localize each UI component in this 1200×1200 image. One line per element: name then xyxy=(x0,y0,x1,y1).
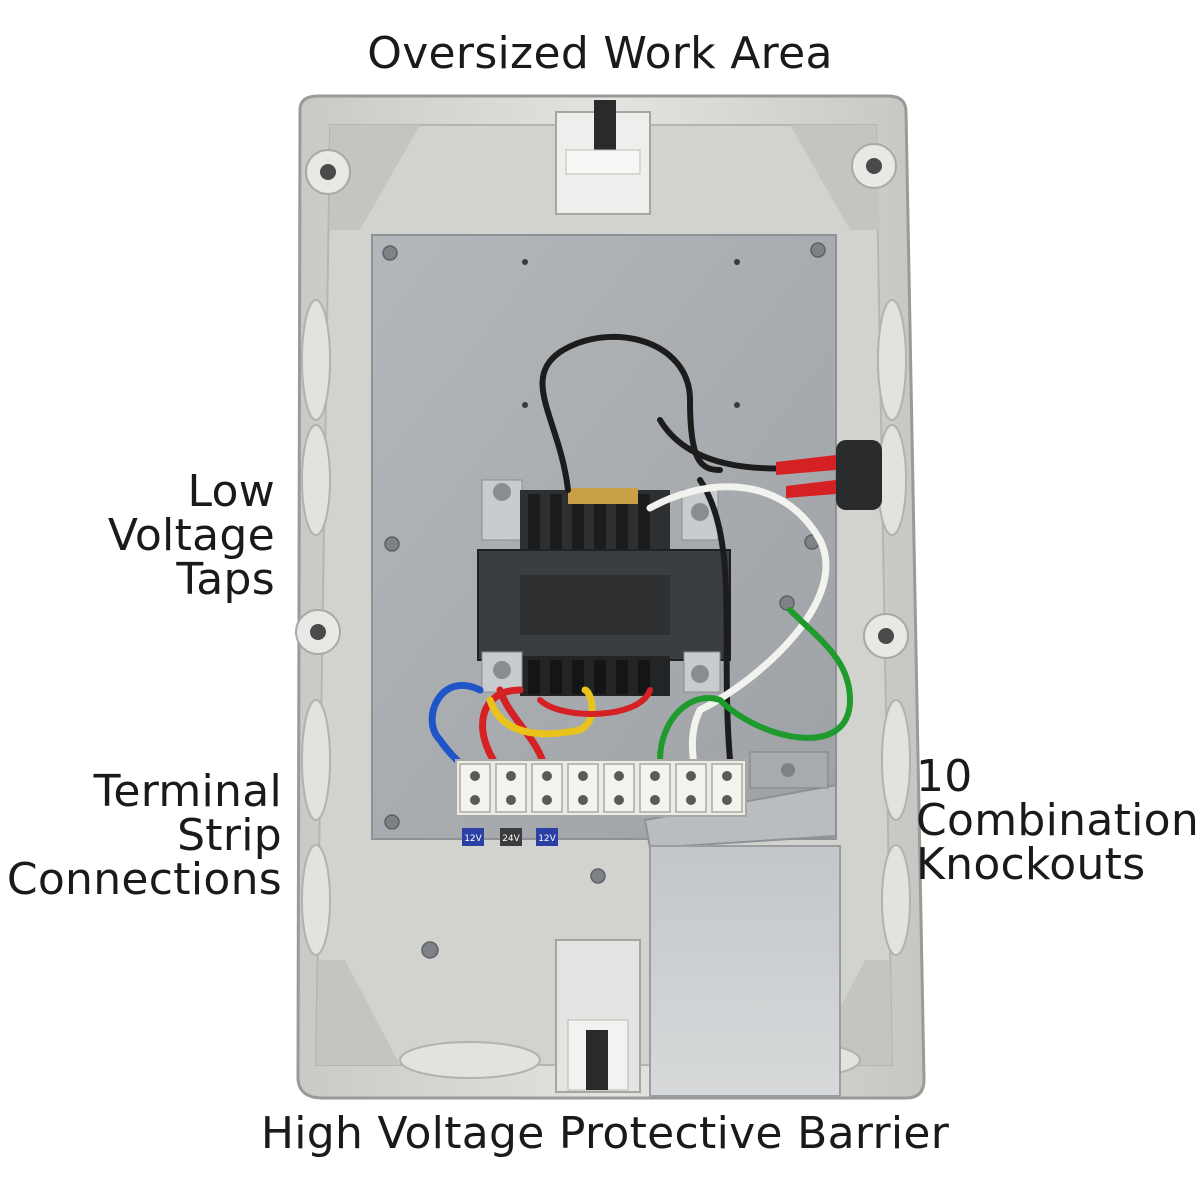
label-line: Voltage xyxy=(107,510,275,561)
label-combination-knockouts: 10 Combination Knockouts xyxy=(916,755,1199,887)
label-terminal-strip: Terminal Strip Connections xyxy=(7,770,282,902)
label-line: Taps xyxy=(176,554,275,605)
terminal-tag-1: 12V xyxy=(464,834,482,844)
terminal-strip: 12V 24V 12V xyxy=(455,759,747,846)
power-switch xyxy=(776,440,882,510)
mounting-bosses xyxy=(295,143,909,659)
bottom-latch xyxy=(555,939,641,1093)
label-line: Knockouts xyxy=(916,839,1146,890)
label-line: 10 xyxy=(916,751,973,802)
label-line: Strip xyxy=(177,810,282,861)
label-low-voltage-taps: Low Voltage Taps xyxy=(108,470,275,602)
terminal-tag-3: 12V xyxy=(538,834,556,844)
high-voltage-barrier xyxy=(643,751,841,1097)
label-line: Low xyxy=(187,466,275,517)
label-line: Combination xyxy=(916,795,1200,846)
terminal-tag-2: 24V xyxy=(502,834,520,844)
label-line: Terminal xyxy=(93,766,282,817)
top-latch xyxy=(555,100,651,215)
label-line: Connections xyxy=(6,854,282,905)
label-high-voltage-barrier: High Voltage Protective Barrier xyxy=(260,1108,950,1159)
label-oversized-work-area: Oversized Work Area xyxy=(367,28,833,79)
transformer xyxy=(477,479,731,696)
